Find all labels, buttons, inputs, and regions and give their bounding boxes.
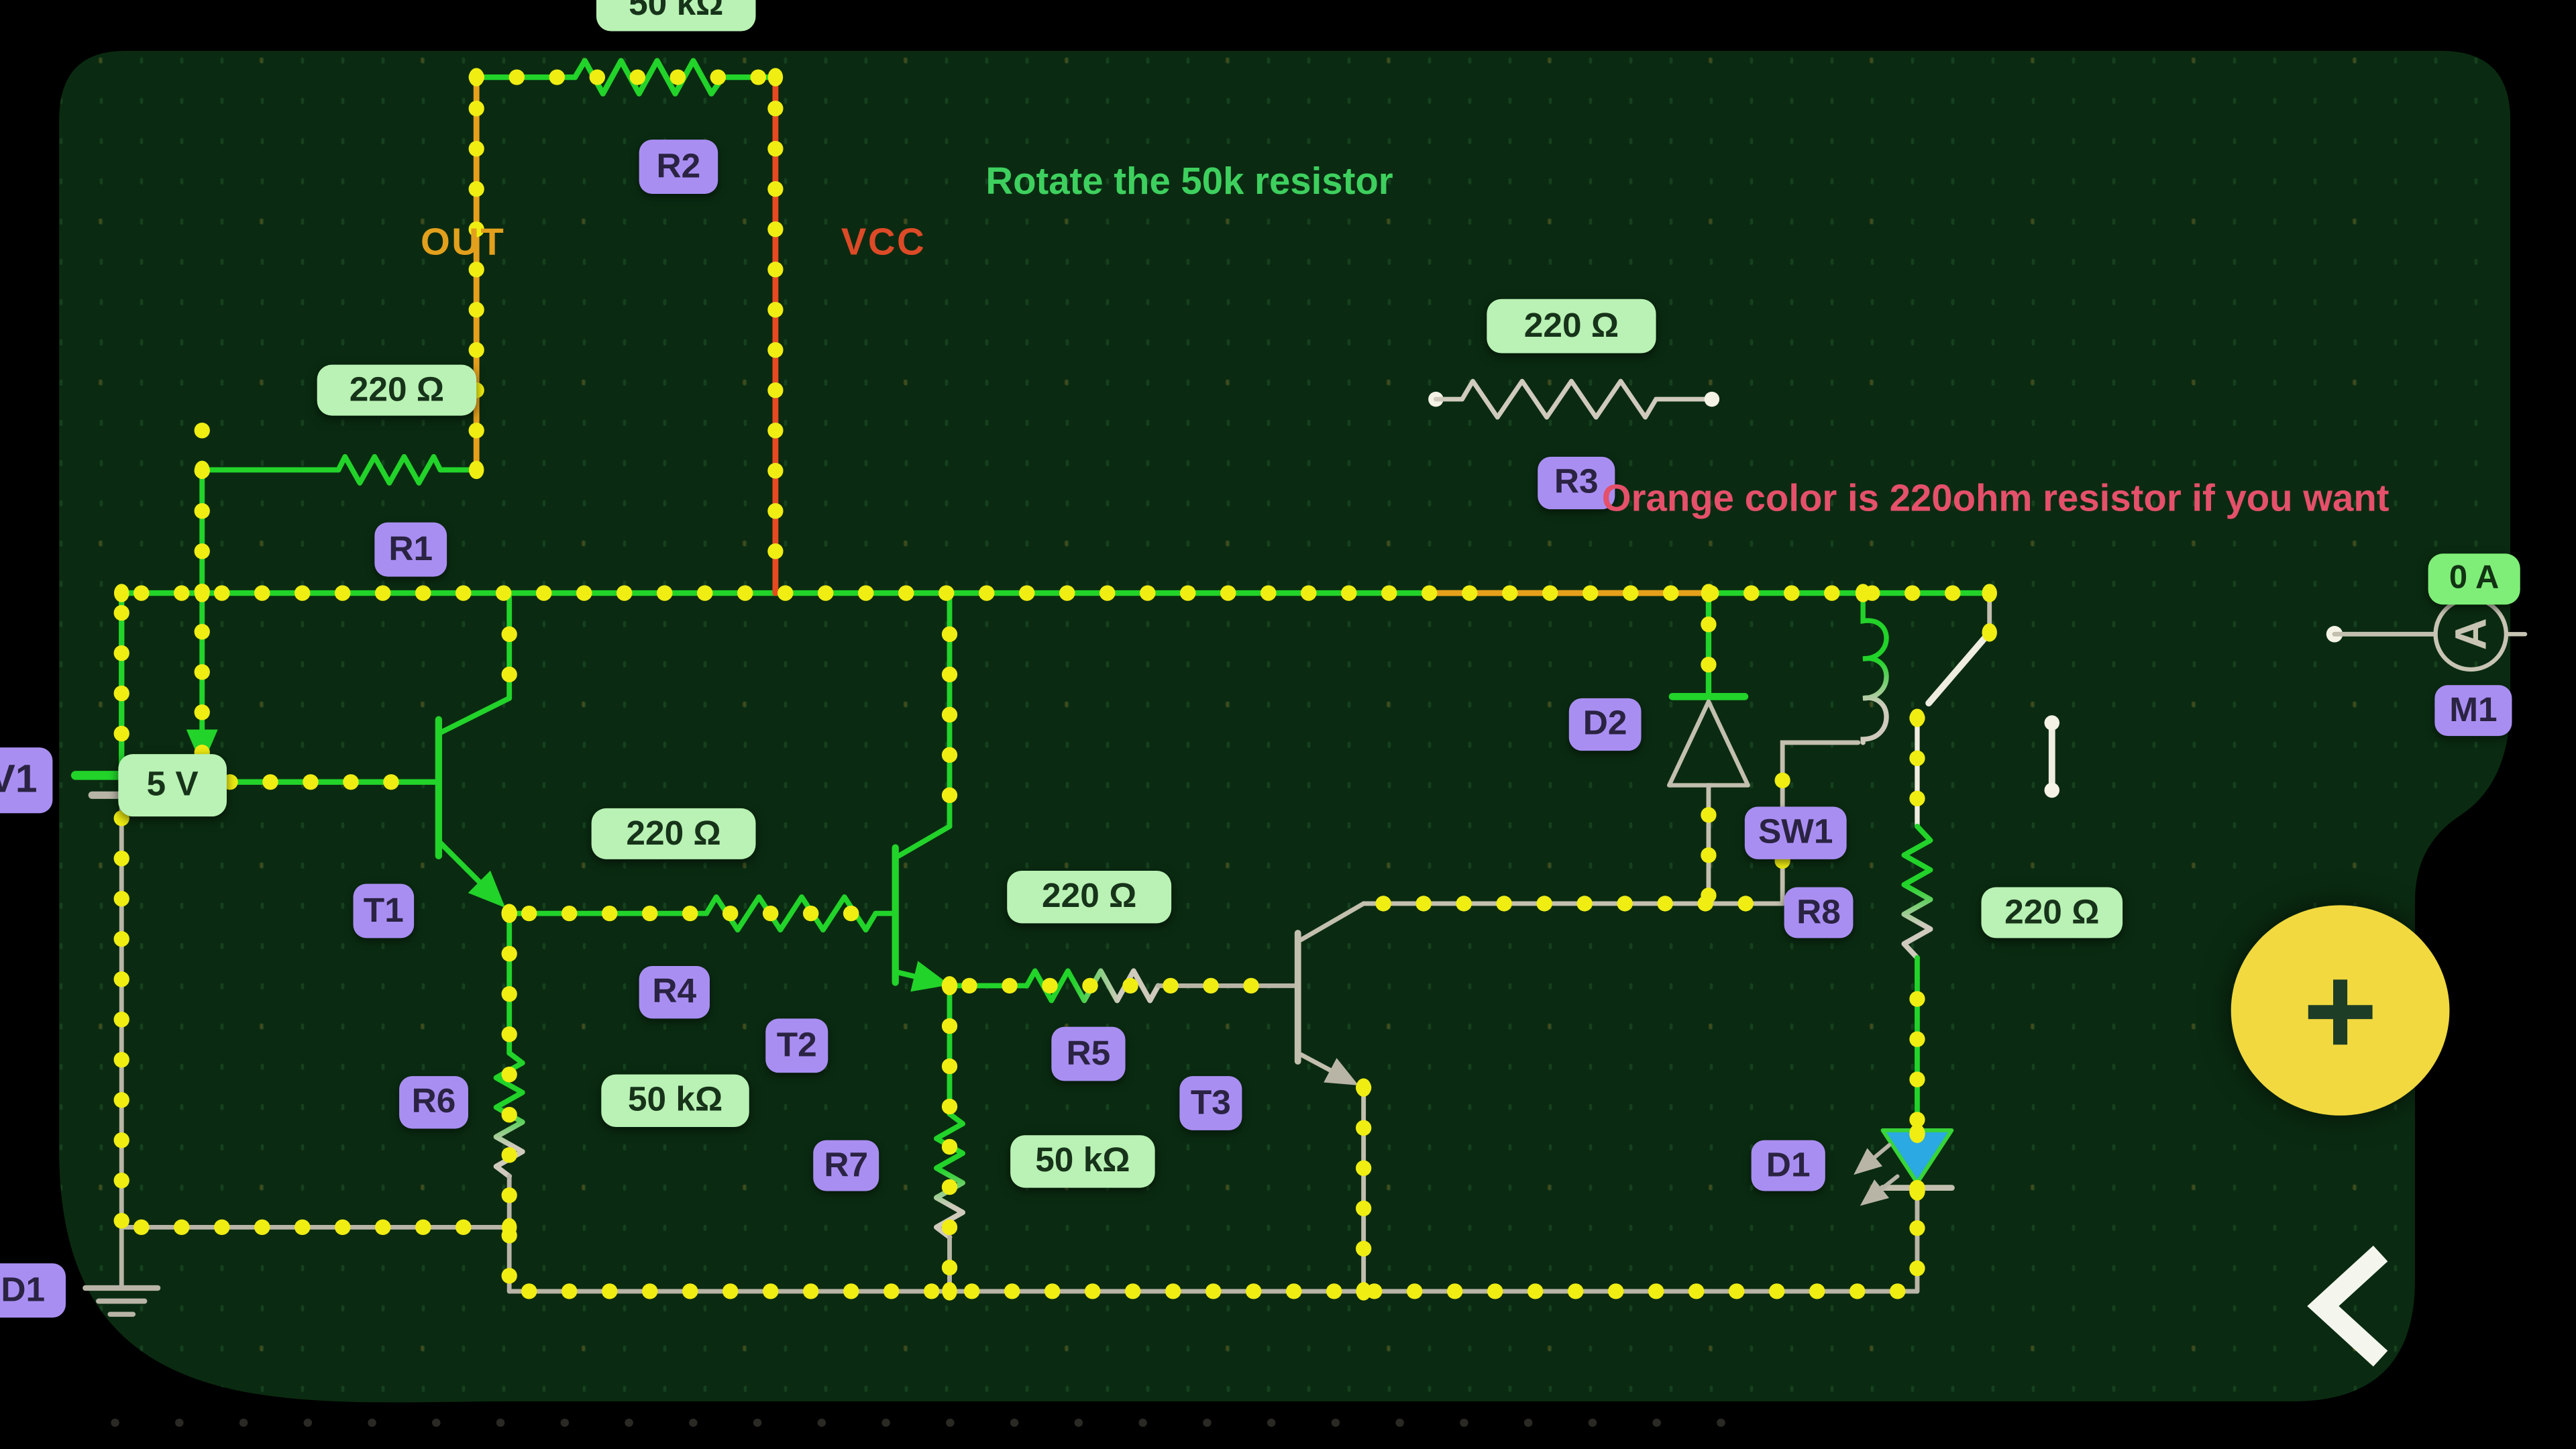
ref-label-r2[interactable]: R2 <box>639 140 718 194</box>
ref-label-sw1[interactable]: SW1 <box>1744 806 1847 859</box>
ref-label-r1[interactable]: R1 <box>374 522 447 577</box>
resistor-r3-symbol[interactable] <box>1428 378 1720 420</box>
resistor-r8-symbol[interactable] <box>1901 823 1933 961</box>
value-label-r5[interactable]: 220 Ω <box>1007 870 1172 924</box>
ammeter-m1-symbol[interactable]: A <box>2326 596 2528 672</box>
ref-label-r8[interactable]: R8 <box>1784 887 1854 938</box>
value-label-r1[interactable]: 220 Ω <box>317 364 477 416</box>
resistor-r1-symbol[interactable] <box>335 453 443 486</box>
net-label-out[interactable]: OUT <box>420 220 506 263</box>
junction-dots-key <box>113 68 1997 1301</box>
back-icon[interactable] <box>2307 1245 2388 1367</box>
led-arrow-icon <box>1854 1143 1892 1175</box>
ammeter-a-glyph: A <box>2446 618 2496 650</box>
ref-label-d2[interactable]: D2 <box>1568 698 1642 751</box>
value-label-r2[interactable]: 50 kΩ <box>596 0 756 32</box>
ref-label-t2[interactable]: T2 <box>765 1018 828 1073</box>
ref-label-v1[interactable]: V1 <box>0 747 53 814</box>
transistor-t3-symbol[interactable] <box>1294 901 1366 1085</box>
ref-label-r3[interactable]: R3 <box>1538 456 1615 510</box>
meter-reading-m1[interactable]: 0 A <box>2428 553 2520 605</box>
value-label-r7[interactable]: 50 kΩ <box>1010 1135 1155 1188</box>
ref-label-gnd1[interactable]: D1 <box>0 1263 66 1318</box>
led-arrow-icon <box>1860 1174 1900 1206</box>
ref-label-r5[interactable]: R5 <box>1051 1026 1126 1081</box>
switch-sw1-symbol[interactable] <box>1925 590 2060 798</box>
value-label-r3[interactable]: 220 Ω <box>1487 299 1656 354</box>
add-component-button[interactable]: + <box>2231 905 2450 1116</box>
value-label-v1[interactable]: 5 V <box>118 754 227 817</box>
ref-label-r6[interactable]: R6 <box>399 1076 468 1129</box>
ground-symbol[interactable] <box>83 1285 161 1317</box>
ref-label-m1[interactable]: M1 <box>2434 685 2512 737</box>
annotation-orange-note: Orange color is 220ohm resistor if you w… <box>1601 476 2390 519</box>
switch-blade[interactable] <box>1925 629 1993 707</box>
plus-icon: + <box>2302 938 2378 1083</box>
net-label-vcc[interactable]: VCC <box>841 220 926 263</box>
ref-label-r7[interactable]: R7 <box>813 1140 879 1191</box>
value-label-r6[interactable]: 50 kΩ <box>601 1074 749 1128</box>
value-label-r4[interactable]: 220 Ω <box>591 808 756 859</box>
ref-label-t3[interactable]: T3 <box>1179 1076 1242 1130</box>
ref-label-t1[interactable]: T1 <box>353 883 415 938</box>
annotation-rotate-hint: Rotate the 50k resistor <box>985 159 1393 203</box>
ref-label-d1[interactable]: D1 <box>1751 1140 1825 1191</box>
coil-symbol[interactable] <box>1860 590 1889 745</box>
value-label-r8[interactable]: 220 Ω <box>1981 887 2123 938</box>
ref-label-r4[interactable]: R4 <box>639 966 710 1019</box>
grid-dots-accent <box>59 50 2511 1403</box>
